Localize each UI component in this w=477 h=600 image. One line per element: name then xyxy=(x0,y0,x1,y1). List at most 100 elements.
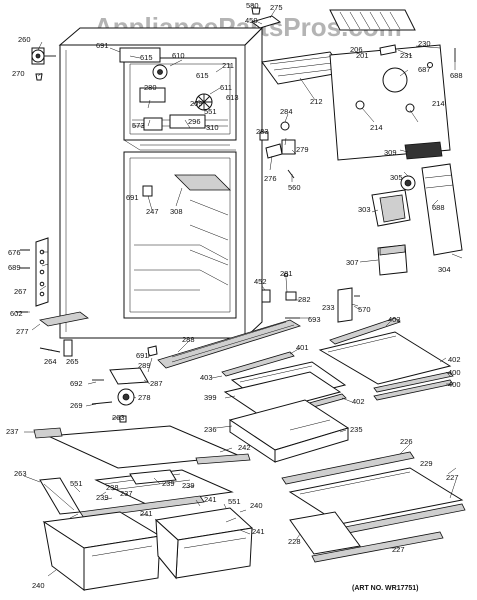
part-label: 240 xyxy=(250,501,263,510)
evaporator-parts xyxy=(119,47,231,197)
part-label: 611 xyxy=(220,83,232,92)
part-label: 233 xyxy=(322,303,335,312)
part-label: 399 xyxy=(204,393,217,402)
part-label: 691 xyxy=(126,193,139,202)
part-label: 264 xyxy=(44,357,57,366)
grille xyxy=(157,319,301,369)
part-label: 278 xyxy=(138,393,151,402)
part-label: 263 xyxy=(14,469,27,478)
part-label: 231 xyxy=(400,51,413,60)
part-label: 279 xyxy=(296,145,309,154)
part-label: 237 xyxy=(120,489,133,498)
part-label: 303 xyxy=(358,205,371,214)
part-label: 228 xyxy=(288,537,301,546)
part-label: 613 xyxy=(226,93,239,102)
part-label: 691 xyxy=(136,351,149,360)
part-label: 209 xyxy=(190,99,203,108)
bottom-parts xyxy=(33,425,254,591)
part-label: 610 xyxy=(172,51,185,60)
part-label: 227 xyxy=(446,473,459,482)
part-label: 560 xyxy=(288,183,301,192)
part-label: 277 xyxy=(16,327,29,336)
part-label: 403 xyxy=(388,315,401,324)
part-label: 275 xyxy=(270,3,283,12)
part-label: 237 xyxy=(6,427,19,436)
part-label: 692 xyxy=(70,379,83,388)
part-label: 284 xyxy=(280,107,293,116)
part-label: 239 xyxy=(182,481,195,490)
part-label: 229 xyxy=(420,459,433,468)
part-label: 452 xyxy=(254,277,267,286)
part-label: 570 xyxy=(358,305,371,314)
part-label: 276 xyxy=(264,174,277,183)
part-label: 227 xyxy=(392,545,405,554)
part-label: 305 xyxy=(390,173,403,182)
part-label: 239 xyxy=(96,493,109,502)
part-label: 247 xyxy=(146,207,159,216)
part-label: 573 xyxy=(132,121,145,130)
part-label: 236 xyxy=(204,425,217,434)
part-label: 265 xyxy=(66,357,79,366)
part-label: 687 xyxy=(418,65,431,74)
part-label: 688 xyxy=(450,71,463,80)
part-label: 239 xyxy=(162,479,175,488)
part-label: 676 xyxy=(8,248,21,257)
part-label: 287 xyxy=(150,379,163,388)
part-label: 241 xyxy=(252,527,265,536)
part-label: 238 xyxy=(106,483,119,492)
part-label: 288 xyxy=(182,335,195,344)
part-label: 240 xyxy=(32,581,45,590)
part-label: 267 xyxy=(14,287,27,296)
part-label: 615 xyxy=(140,53,153,62)
part-label: 551 xyxy=(70,479,83,488)
part-label: 400 xyxy=(448,368,461,377)
part-label: 269 xyxy=(70,401,83,410)
part-label: 400 xyxy=(448,380,461,389)
mid-shelves xyxy=(221,351,350,463)
right-shelves xyxy=(318,317,454,401)
part-label: 310 xyxy=(206,123,219,132)
bottom-right-parts xyxy=(281,451,466,563)
part-label: 241 xyxy=(140,509,153,518)
part-label: 402 xyxy=(448,355,461,364)
part-label: 693 xyxy=(308,315,321,324)
leader-lines xyxy=(20,3,463,577)
part-label: 281 xyxy=(280,269,293,278)
part-label: 226 xyxy=(400,437,413,446)
middle-small-parts xyxy=(261,272,360,323)
part-label: 241 xyxy=(204,495,217,504)
part-label: 551 xyxy=(204,107,217,116)
part-label: 309 xyxy=(384,148,397,157)
part-label: 401 xyxy=(296,343,309,352)
part-label: 304 xyxy=(438,265,451,274)
part-label: 263 xyxy=(112,413,125,422)
part-label: 282 xyxy=(298,295,311,304)
part-label: 289 xyxy=(138,361,151,370)
lower-left-parts xyxy=(91,345,158,423)
part-label: 280 xyxy=(144,83,157,92)
part-label: 403 xyxy=(200,373,213,382)
part-label: 580 xyxy=(246,1,259,10)
art-number: (ART NO. WR17751) xyxy=(352,585,419,592)
part-label: 307 xyxy=(346,258,359,267)
part-label: 230 xyxy=(418,39,431,48)
top-right-parts xyxy=(250,7,456,179)
part-label: 214 xyxy=(370,123,383,132)
part-label: 602 xyxy=(10,309,23,318)
part-labels: 580 275 450 206 231 230 201 260 691 615 … xyxy=(6,1,463,590)
part-label: 235 xyxy=(350,425,363,434)
part-label: 201 xyxy=(356,51,369,60)
part-label: 283 xyxy=(256,127,269,136)
part-label: 689 xyxy=(8,263,21,272)
part-label: 688 xyxy=(432,203,445,212)
left-parts xyxy=(16,47,89,357)
part-label: 212 xyxy=(310,97,323,106)
part-label: 691 xyxy=(96,41,109,50)
dispenser-parts xyxy=(371,163,463,276)
part-label: 211 xyxy=(222,61,234,70)
part-label: 214 xyxy=(432,99,445,108)
part-label: 551 xyxy=(228,497,241,506)
part-label: 615 xyxy=(196,71,209,80)
